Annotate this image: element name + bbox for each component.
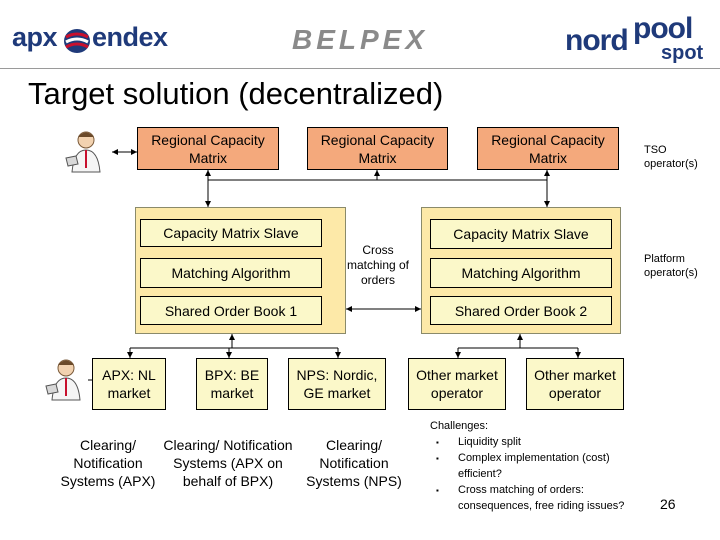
tso-person-icon [65, 131, 101, 173]
challenge-item: Complex implementation (cost) efficient? [430, 450, 650, 482]
regional-capacity-matrix-3: Regional Capacity Matrix [477, 127, 619, 170]
platform-operator-label: Platform operator(s) [644, 253, 698, 279]
apx-swirl-icon [64, 29, 90, 53]
left-matching-algorithm: Matching Algorithm [140, 258, 322, 288]
nordpool-pool-text: pool [633, 12, 693, 45]
market-bpx-be: BPX: BE market [196, 358, 268, 410]
nordpool-spot-logo: nord pool spot [565, 12, 715, 64]
challenges-heading: Challenges: [430, 420, 489, 432]
belpex-logo-text: BELPEX [292, 24, 429, 55]
right-capacity-matrix-slave: Capacity Matrix Slave [430, 219, 612, 249]
page-number: 26 [660, 496, 676, 512]
challenge-item: Cross matching of orders: consequences, … [430, 482, 650, 514]
page-title: Target solution (decentralized) [28, 76, 444, 111]
apx-logo-text: apx [12, 22, 58, 52]
tso-operator-label: TSO operator(s) [644, 144, 698, 170]
challenges-block: Challenges: Liquidity split Complex impl… [430, 418, 650, 514]
clearing-nps: Clearing/ Notification Systems (NPS) [306, 437, 402, 489]
right-shared-order-book: Shared Order Book 2 [430, 296, 612, 325]
challenges-list: Liquidity split Complex implementation (… [430, 434, 650, 514]
market-other-operator-2: Other market operator [526, 358, 624, 410]
nordpool-nord-text: nord [565, 24, 629, 57]
header-divider [0, 68, 720, 69]
left-shared-order-book: Shared Order Book 1 [140, 296, 322, 325]
apx-endex-logo: apx endex [12, 22, 182, 58]
nordpool-spot-text: spot [661, 42, 704, 64]
endex-logo-text: endex [92, 22, 168, 52]
belpex-logo: BELPEX [292, 24, 472, 55]
left-capacity-matrix-slave: Capacity Matrix Slave [140, 219, 322, 247]
regional-capacity-matrix-1: Regional Capacity Matrix [137, 127, 279, 170]
clearing-apx-bpx: Clearing/ Notification Systems (APX on b… [163, 437, 293, 489]
clearing-apx: Clearing/ Notification Systems (APX) [60, 437, 156, 489]
right-matching-algorithm: Matching Algorithm [430, 258, 612, 288]
market-person-icon [45, 359, 81, 401]
market-nps-nordic-ge: NPS: Nordic, GE market [288, 358, 386, 410]
market-other-operator-1: Other market operator [408, 358, 506, 410]
challenge-item: Liquidity split [430, 434, 650, 451]
cross-matching-label: Cross matching of orders [346, 243, 410, 287]
regional-capacity-matrix-2: Regional Capacity Matrix [307, 127, 448, 170]
market-apx-nl: APX: NL market [92, 358, 166, 410]
